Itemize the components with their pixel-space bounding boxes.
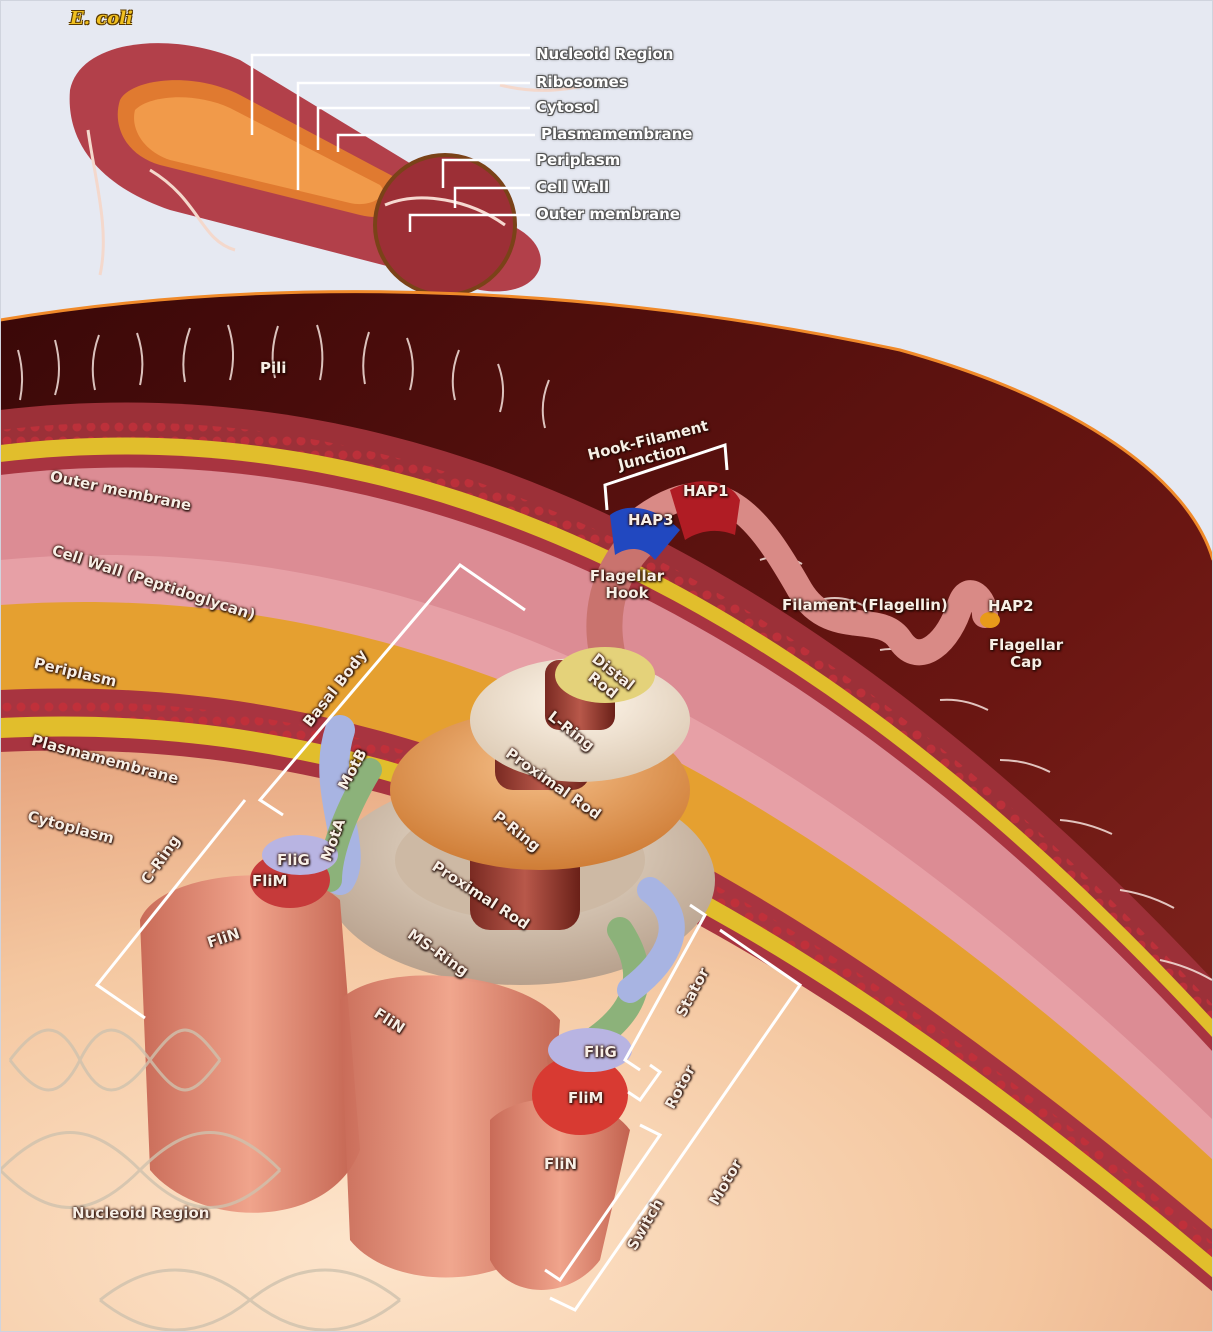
label-flig-left: FliG [277, 852, 310, 869]
magnifier-circle [375, 155, 515, 295]
label-flin-right: FliN [544, 1156, 577, 1173]
label-flim-right: FliM [568, 1090, 603, 1107]
label-cytosol: Cytosol [536, 99, 599, 116]
label-nucleoid-region-top: Nucleoid Region [536, 46, 673, 63]
label-pili: Pili [260, 360, 286, 377]
label-flagellar-cap: Flagellar Cap [986, 637, 1066, 670]
label-outer-membrane-top: Outer membrane [536, 206, 680, 223]
label-hap2: HAP2 [988, 598, 1034, 615]
label-nucleoid-region: Nucleoid Region [72, 1205, 209, 1222]
label-filament: Filament (Flagellin) [782, 597, 948, 614]
label-hap3: HAP3 [628, 512, 674, 529]
ecoli-title: E. coli [70, 8, 133, 29]
flin-left [140, 875, 360, 1212]
label-flim-left: FliM [252, 873, 287, 890]
label-ribosomes: Ribosomes [536, 74, 628, 91]
label-plasmamembrane-top: Plasmamembrane [541, 126, 692, 143]
label-flig-right: FliG [584, 1044, 617, 1061]
label-cell-wall-top: Cell Wall [536, 179, 609, 196]
label-hap1: HAP1 [683, 483, 729, 500]
label-flagellar-hook: Flagellar Hook [587, 568, 667, 601]
label-periplasm-top: Periplasm [536, 152, 620, 169]
